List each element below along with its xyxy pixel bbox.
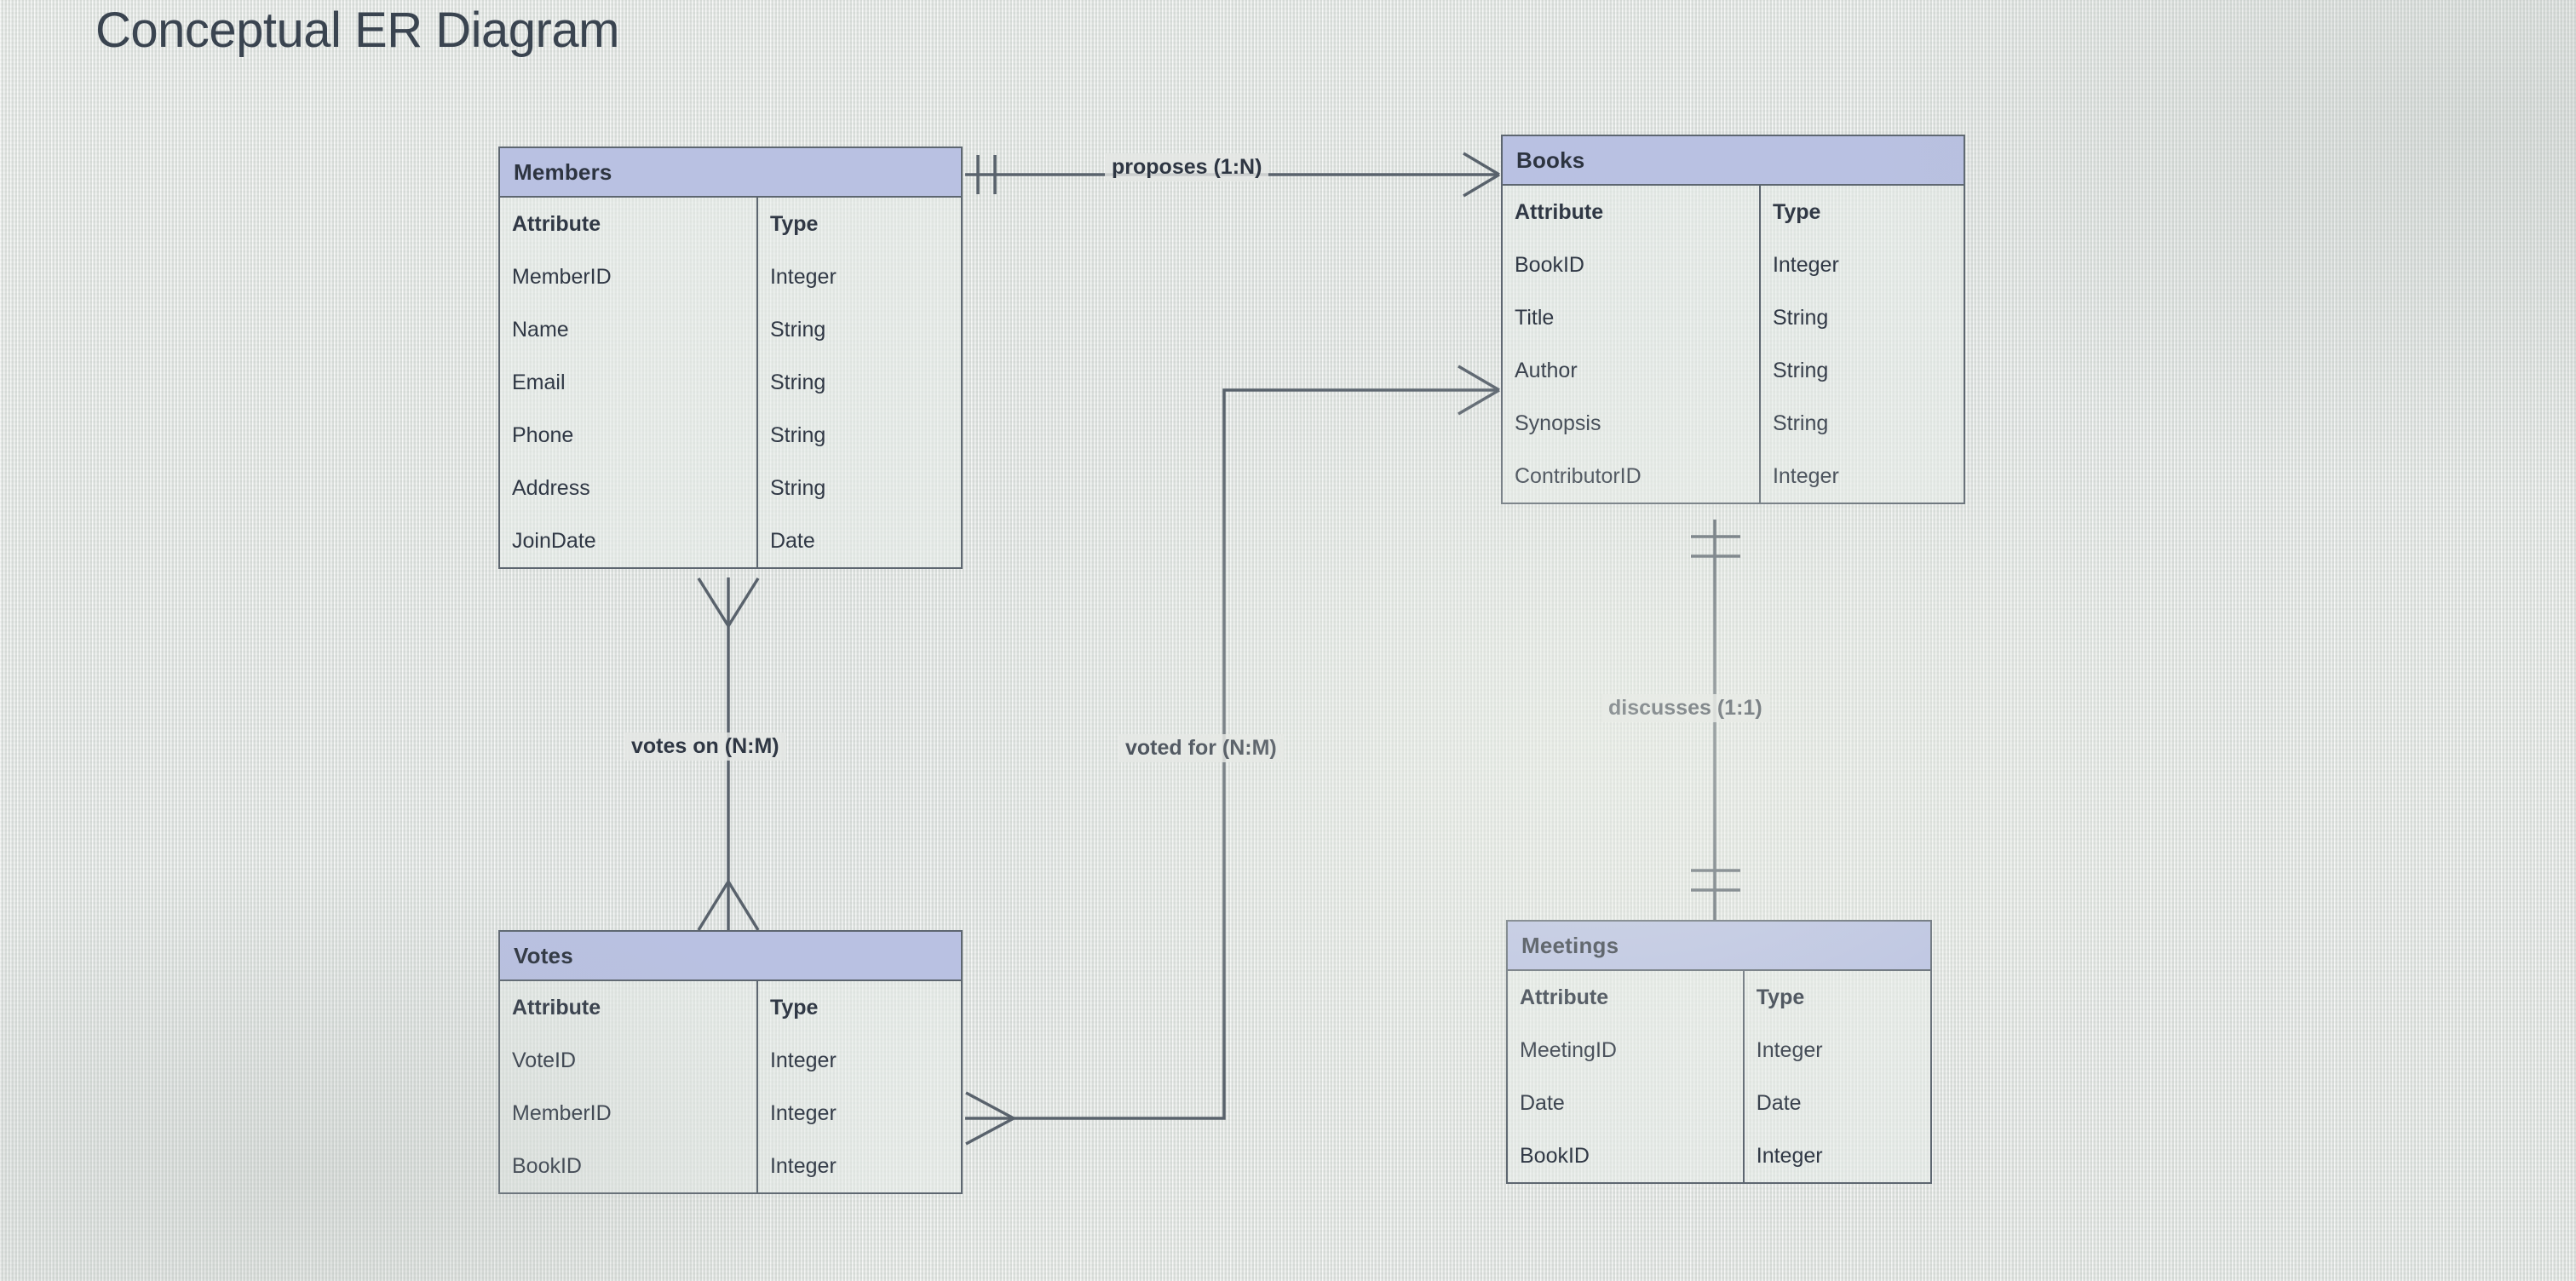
entity-body-members: Attribute MemberID Name Email Phone Addr… [500,198,961,567]
table-row: String [769,475,826,500]
entity-title-votes: Votes [500,932,961,981]
entity-body-books: Attribute BookID Title Author Synopsis C… [1503,186,1964,503]
table-row: Integer [769,1100,837,1125]
table-row: Date [769,528,815,553]
table-row: String [1772,358,1829,382]
table-row: Synopsis [1515,411,1601,435]
crow-votedfor-b2 [1458,388,1500,416]
column-header-attribute: Attribute [512,211,601,236]
table-row: MemberID [512,264,612,289]
table-row: Author [1515,358,1578,382]
relationship-label-votes-on: votes on (N:M) [624,732,786,761]
table-row: MeetingID [1520,1037,1617,1062]
relationship-label-discusses: discusses (1:1) [1601,694,1769,722]
attribute-column-votes: Attribute VoteID MemberID BookID [500,981,758,1192]
crow-voteson-top-2 [727,577,760,627]
attribute-column-members: Attribute MemberID Name Email Phone Addr… [500,198,758,567]
table-row: MemberID [512,1100,612,1125]
column-header-type: Type [1772,199,1821,224]
column-header-attribute: Attribute [1520,985,1609,1009]
crow-voteson-bot-2 [727,881,760,931]
entity-body-votes: Attribute VoteID MemberID BookID Type In… [500,981,961,1192]
crow-votedfor-v2 [965,1117,1015,1146]
type-column-votes: Type Integer Integer Integer [758,981,961,1192]
table-row: String [769,422,826,447]
entity-meetings[interactable]: Meetings Attribute MeetingID Date BookID… [1506,920,1932,1184]
table-row: JoinDate [512,528,596,553]
table-row: Integer [769,264,837,289]
table-row: BookID [512,1153,582,1178]
table-row: ContributorID [1515,463,1642,488]
entity-title-members: Members [500,148,961,198]
table-row: Date [1520,1090,1565,1115]
crow-votedfor-b1 [1458,365,1500,392]
page-title: Conceptual ER Diagram [95,3,619,58]
entity-title-meetings: Meetings [1508,922,1930,971]
table-row: Address [512,475,590,500]
relationship-label-voted-for: voted for (N:M) [1118,734,1284,762]
crow-voteson-top-1 [697,577,730,627]
attribute-column-books: Attribute BookID Title Author Synopsis C… [1503,186,1761,503]
table-row: Name [512,317,569,342]
table-row: String [1772,411,1829,435]
table-row: Integer [769,1153,837,1178]
table-row: Date [1756,1090,1802,1115]
crow-proposes-1 [1463,152,1500,176]
attribute-column-meetings: Attribute MeetingID Date BookID [1508,971,1745,1182]
column-header-attribute: Attribute [512,995,601,1020]
entity-body-meetings: Attribute MeetingID Date BookID Type Int… [1508,971,1930,1182]
column-header-type: Type [1756,985,1805,1009]
relationship-label-proposes: proposes (1:N) [1105,153,1269,181]
table-row: BookID [1520,1143,1590,1168]
table-row: String [769,370,826,394]
type-column-members: Type Integer String String String String… [758,198,961,567]
entity-books[interactable]: Books Attribute BookID Title Author Syno… [1501,135,1965,504]
table-row: Integer [1772,463,1839,488]
type-column-books: Type Integer String String String Intege… [1761,186,1964,503]
column-header-type: Type [769,211,819,236]
table-row: BookID [1515,252,1584,277]
crow-proposes-2 [1463,173,1500,198]
table-row: String [769,317,826,342]
crow-voteson-bot-1 [697,881,730,931]
table-row: String [1772,305,1829,330]
column-header-type: Type [769,995,819,1020]
entity-members[interactable]: Members Attribute MemberID Name Email Ph… [498,146,963,569]
crow-votedfor-v1 [965,1091,1015,1120]
table-row: Integer [1756,1037,1823,1062]
table-row: Email [512,370,566,394]
table-row: Title [1515,305,1555,330]
table-row: Integer [1756,1143,1823,1168]
table-row: VoteID [512,1048,577,1072]
table-row: Integer [1772,252,1839,277]
type-column-meetings: Type Integer Date Integer [1745,971,1930,1182]
entity-title-books: Books [1503,136,1964,186]
table-row: Integer [769,1048,837,1072]
table-row: Phone [512,422,574,447]
entity-votes[interactable]: Votes Attribute VoteID MemberID BookID T… [498,930,963,1194]
column-header-attribute: Attribute [1515,199,1604,224]
